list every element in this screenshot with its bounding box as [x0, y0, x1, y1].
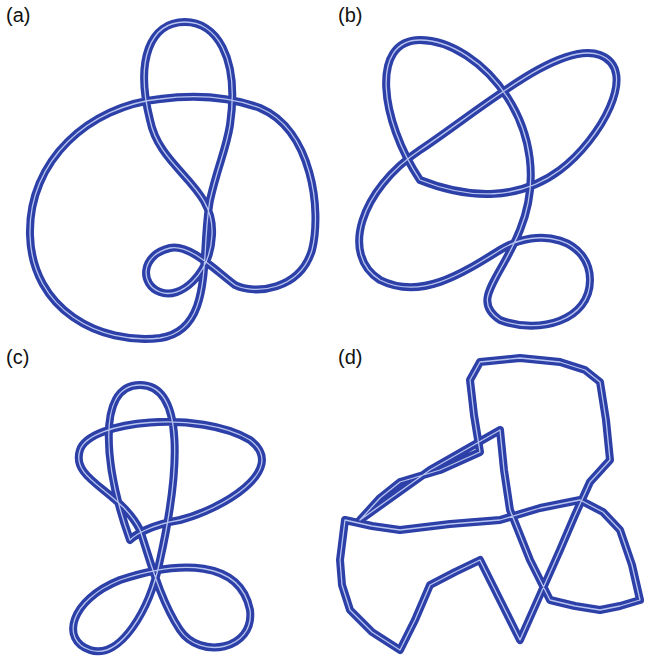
knot-highlight: [359, 40, 616, 326]
panel-label: (b): [338, 4, 362, 27]
knot-highlight: [73, 385, 262, 651]
knot-tube: [73, 385, 262, 651]
knot-a: [30, 22, 316, 339]
knot-tube: [359, 40, 616, 326]
knot-c: [73, 385, 262, 651]
panel-label: (c): [6, 346, 29, 369]
panel-label: (a): [6, 4, 30, 27]
knot-highlight: [30, 22, 316, 339]
knot-b: [359, 40, 616, 326]
knot-tube: [340, 358, 640, 650]
knot-highlight: [340, 358, 640, 650]
knot-tube: [30, 22, 316, 339]
panel-label: (d): [338, 346, 362, 369]
knot-d: [340, 358, 640, 650]
